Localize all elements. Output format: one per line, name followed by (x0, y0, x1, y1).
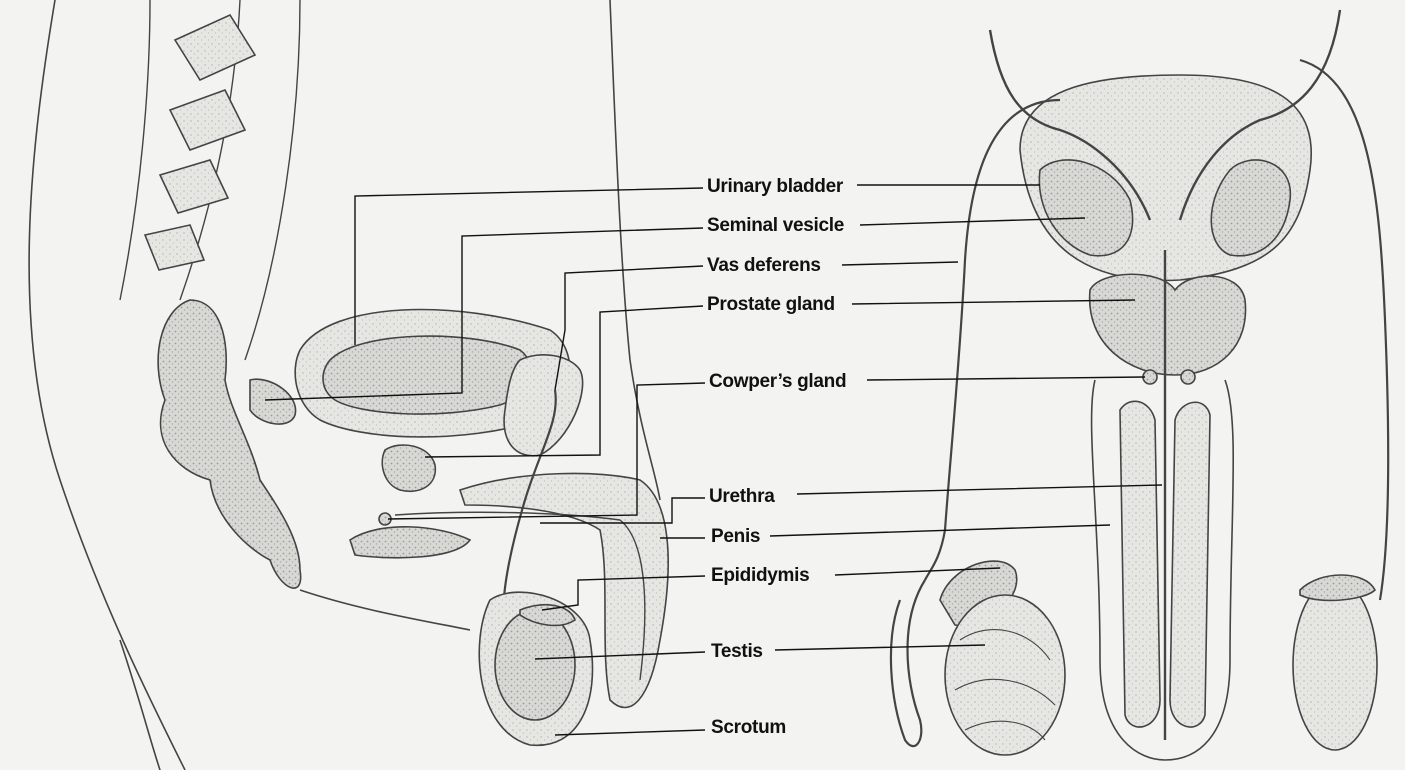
label-testis: Testis (711, 641, 763, 663)
label-vas-deferens: Vas deferens (707, 255, 821, 277)
penis-frontal-2 (1170, 402, 1210, 727)
bladder-inner (323, 336, 530, 414)
sagittal-view (29, 0, 668, 770)
rectum (158, 300, 301, 588)
pubic-bone (504, 355, 583, 456)
testis-far-right (1293, 580, 1377, 750)
spine (120, 0, 300, 360)
testis-frontal (945, 595, 1065, 755)
label-urinary-bladder: Urinary bladder (707, 176, 843, 198)
label-penis: Penis (711, 526, 760, 548)
penis-frontal (1120, 401, 1160, 727)
cowpers-gland-r1 (1143, 370, 1157, 384)
leader-scrotum (555, 730, 705, 735)
penile-bulb (350, 527, 470, 558)
label-seminal-vesicle: Seminal vesicle (707, 215, 844, 237)
seminal-vesicle-left (250, 379, 296, 424)
testis-left (495, 610, 575, 720)
front-abdomen-outline (610, 0, 660, 500)
penis-outline-frontal (1092, 380, 1234, 760)
leg-outline (120, 640, 160, 770)
label-epididymis: Epididymis (711, 565, 809, 587)
epididymis-far-right (1300, 575, 1375, 600)
vas-deferens-long-right (1300, 60, 1388, 600)
cowpers-gland-r2 (1181, 370, 1195, 384)
prostate (382, 445, 435, 491)
label-urethra: Urethra (709, 486, 774, 508)
prostate-frontal (1090, 274, 1246, 375)
thigh-outline (300, 590, 470, 630)
label-cowpers-gland: Cowper’s gland (709, 371, 846, 393)
coiled-duct (891, 580, 925, 746)
label-scrotum: Scrotum (711, 717, 786, 739)
frontal-view (891, 10, 1388, 760)
label-prostate-gland: Prostate gland (707, 294, 835, 316)
